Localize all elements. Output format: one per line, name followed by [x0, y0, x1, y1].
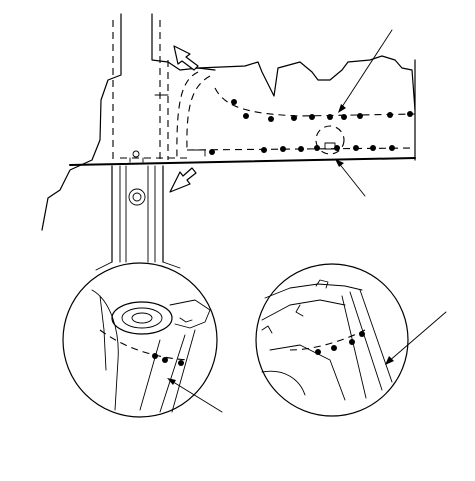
detail-left-weld-line: [99, 329, 191, 361]
weld-spot: [315, 349, 321, 355]
pillar-and-panel-view: [41, 13, 416, 231]
weld-spot: [178, 360, 184, 366]
detail-left-boss-outer: [111, 301, 173, 335]
upper-weld-line: [214, 87, 416, 117]
detail-view-right: [255, 263, 447, 417]
leader-line-detail-left: [169, 379, 223, 413]
leader-arrowhead-lower: [335, 159, 344, 167]
direction-arrow-bottom: [169, 167, 197, 193]
detail-right-outline-top: [264, 283, 363, 299]
weld-spot: [331, 345, 337, 351]
pillar-stem: [111, 165, 164, 263]
direction-arrow-top: [173, 45, 199, 71]
weld-spot: [209, 149, 215, 155]
connector-left: [95, 261, 113, 271]
arch-dashed-curve-inner: [186, 75, 211, 151]
weld-spot: [327, 114, 333, 120]
weld-spot: [231, 99, 237, 105]
detail-right-hook-2: [261, 325, 273, 334]
weld-spot: [389, 145, 395, 151]
weld-spot: [349, 339, 355, 345]
detail-right-weld-line: [289, 329, 366, 351]
detail-circle-left: [62, 262, 218, 418]
detail-right-panel-1: [261, 299, 346, 321]
weld-spot: [370, 145, 376, 151]
upper-weld-spots: [231, 99, 413, 122]
detail-right-hook: [295, 304, 304, 317]
clip-detail-1: [132, 150, 140, 158]
weld-spot: [298, 146, 304, 152]
weld-spot: [268, 116, 274, 122]
weld-spot: [353, 145, 359, 151]
connector-right: [162, 261, 181, 269]
panel-bottom-edge: [69, 157, 416, 166]
detail-right-pillar-3: [341, 295, 367, 399]
weld-spot: [357, 113, 363, 119]
lower-weld-spots: [209, 145, 395, 155]
pillar-outline-left: [41, 13, 122, 231]
weld-spot: [407, 111, 413, 117]
detail-left-bracket: [169, 299, 211, 329]
weld-spot: [334, 145, 340, 151]
detail-right-lower-panel-2: [261, 370, 306, 396]
leader-line-lower: [337, 161, 366, 197]
arch-dashed-curve-outer: [176, 71, 199, 161]
weld-spot: [243, 113, 249, 119]
detail-circle-right: [255, 263, 409, 417]
stem-bolt-outer: [128, 188, 146, 206]
slot-detail: [324, 142, 336, 150]
weld-spot: [152, 353, 158, 359]
weld-spot: [291, 115, 297, 121]
panel-top-contour: [197, 55, 416, 111]
weld-spot: [387, 112, 393, 118]
weld-spot: [162, 357, 168, 363]
detail-left-boss-mid: [121, 307, 163, 329]
detail-right-clip: [315, 279, 329, 289]
weld-spot: [359, 331, 365, 337]
weld-spot: [309, 114, 315, 120]
detail-left-pillar-2: [159, 334, 186, 413]
leader-arrowhead-detail-left: [167, 378, 176, 385]
clip-detail-2: [129, 157, 144, 163]
detail-left-panel-edge-2: [99, 295, 107, 371]
detail-left-pillar-3: [171, 329, 196, 413]
weld-spot: [341, 114, 347, 120]
weld-spot: [261, 147, 267, 153]
detail-right-pillar-2: [359, 289, 393, 383]
detail-right-pillar-1: [349, 291, 383, 391]
highlight-circle: [315, 125, 345, 155]
leader-line-detail-right: [387, 311, 447, 363]
weld-spot: [314, 145, 320, 151]
detail-left-boss-inner: [131, 312, 153, 324]
leader-line-upper: [339, 29, 393, 111]
detail-right-lower-panel: [269, 344, 346, 401]
detail-left-bracket-2: [179, 317, 193, 323]
detail-view-left: [62, 261, 223, 418]
detail-left-pillar-1: [139, 339, 161, 411]
lower-flange-detail: [191, 149, 206, 157]
detail-left-panel-edge: [91, 289, 119, 411]
leader-arrowhead-detail-right: [385, 356, 394, 365]
weld-spot: [280, 146, 286, 152]
leader-arrowhead-upper: [338, 104, 346, 113]
stem-bolt-inner: [132, 192, 142, 202]
